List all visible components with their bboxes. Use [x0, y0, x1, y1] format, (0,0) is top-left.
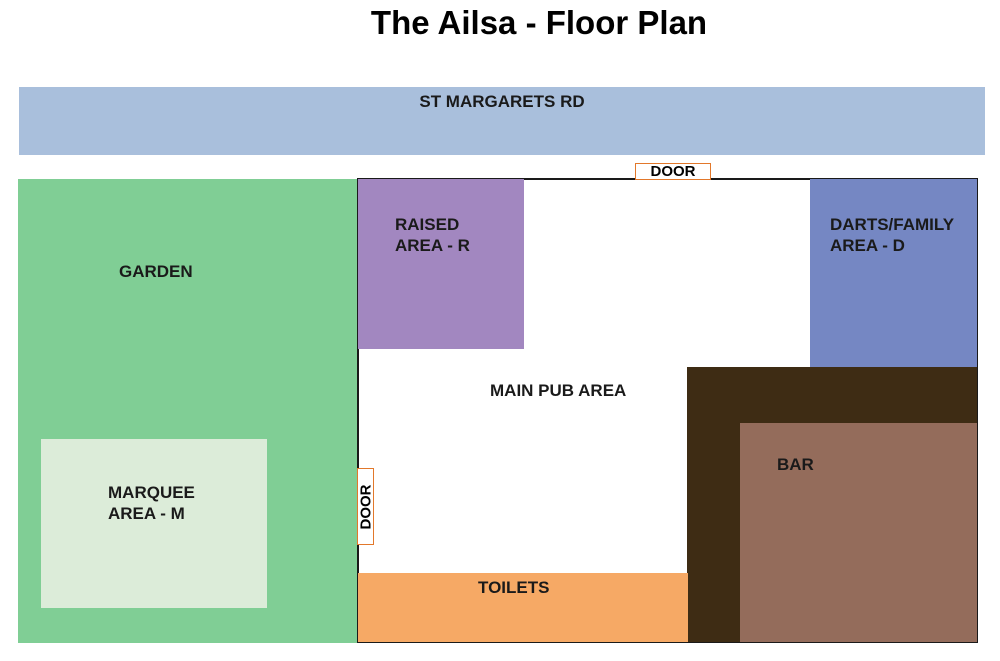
toilets-area: TOILETS — [358, 573, 688, 642]
bar-label: BAR — [777, 455, 814, 474]
garden-label: GARDEN — [119, 262, 193, 281]
road-st-margarets: ST MARGARETS RD — [19, 87, 985, 155]
bar-area: BAR — [740, 423, 977, 642]
main-pub-area-label: MAIN PUB AREA — [490, 381, 627, 400]
page-title: The Ailsa - Floor Plan — [370, 4, 708, 41]
raised-label-line1: RAISED — [395, 215, 460, 234]
door-top: DOOR — [635, 163, 711, 180]
marquee-label-line1: MARQUEE — [108, 483, 195, 502]
raised-label-line2: AREA - R — [395, 236, 470, 255]
darts-label-line2: AREA - D — [830, 236, 905, 255]
marquee-area: MARQUEE AREA - M — [41, 439, 267, 608]
door-side: DOOR — [357, 468, 374, 545]
road-label: ST MARGARETS RD — [419, 92, 585, 111]
toilets-label: TOILETS — [478, 578, 550, 597]
door-side-label: DOOR — [357, 484, 374, 529]
marquee-label-line2: AREA - M — [108, 504, 185, 523]
darts-label-line1: DARTS/FAMILY — [830, 215, 955, 234]
darts-family-area: DARTS/FAMILY AREA - D — [810, 179, 977, 367]
raised-area: RAISED AREA - R — [358, 179, 524, 349]
